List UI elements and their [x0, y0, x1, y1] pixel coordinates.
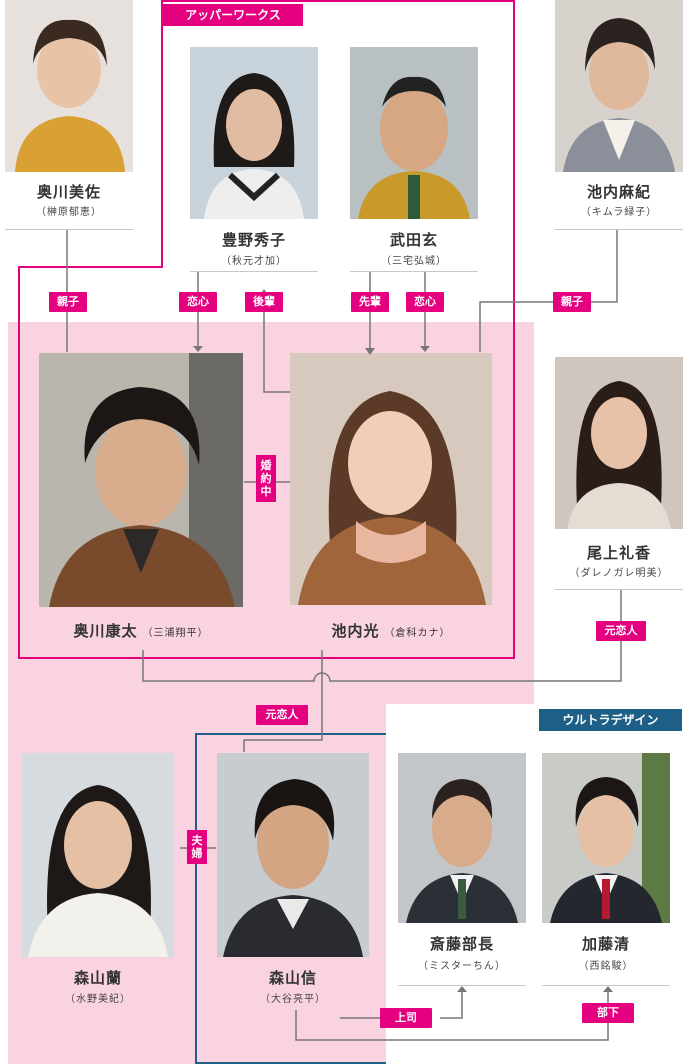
tag-love-toyono: 恋心 [179, 292, 217, 312]
tag-engaged: 婚約中 [256, 455, 276, 502]
ultra-design-label: ウルトラデザイン [539, 709, 682, 731]
tag-senior: 先輩 [351, 292, 389, 312]
tag-ex-lover-reika: 元恋人 [596, 621, 646, 641]
tag-married: 夫婦 [187, 830, 207, 864]
tag-boss: 上司 [380, 1008, 432, 1028]
tag-love-takeda: 恋心 [406, 292, 444, 312]
tag-subordinate: 部下 [582, 1003, 634, 1023]
tag-parent-left: 親子 [49, 292, 87, 312]
tag-parent-right: 親子 [553, 292, 591, 312]
tag-ex-lover-shin: 元恋人 [256, 705, 308, 725]
tag-junior: 後輩 [245, 292, 283, 312]
